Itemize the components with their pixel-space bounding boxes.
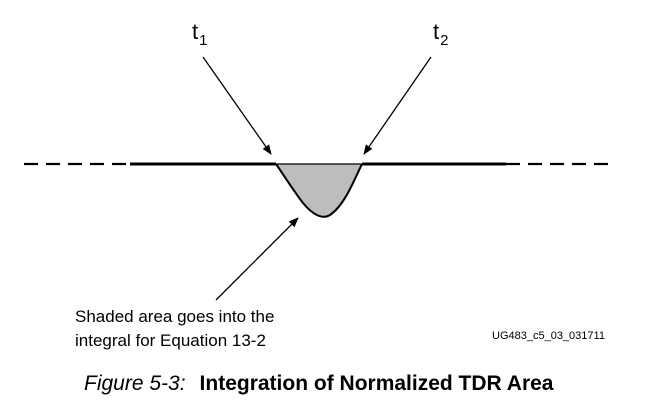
label-t1: t1 bbox=[192, 19, 207, 49]
label-t1-base: t bbox=[192, 19, 199, 44]
caption-number: Figure 5-3: bbox=[84, 372, 186, 395]
arrow-annotation bbox=[215, 217, 299, 301]
annotation-line-2: integral for Equation 13-2 bbox=[75, 331, 266, 350]
label-t2: t2 bbox=[433, 19, 448, 49]
arrow-t2 bbox=[363, 56, 432, 155]
figure-caption: Figure 5-3: Integration of Normalized TDR… bbox=[84, 372, 553, 396]
arrow-t1 bbox=[202, 56, 272, 155]
dip-curve bbox=[275, 163, 363, 218]
shaded-area-annotation: Shaded area goes into the integral for E… bbox=[75, 305, 274, 353]
label-t2-base: t bbox=[433, 19, 440, 44]
label-t1-subscript: 1 bbox=[199, 32, 208, 49]
caption-title: Integration of Normalized TDR Area bbox=[199, 372, 554, 395]
figure-id: UG483_c5_03_031711 bbox=[492, 330, 605, 342]
annotation-line-1: Shaded area goes into the bbox=[75, 307, 275, 326]
label-t2-subscript: 2 bbox=[440, 32, 449, 49]
